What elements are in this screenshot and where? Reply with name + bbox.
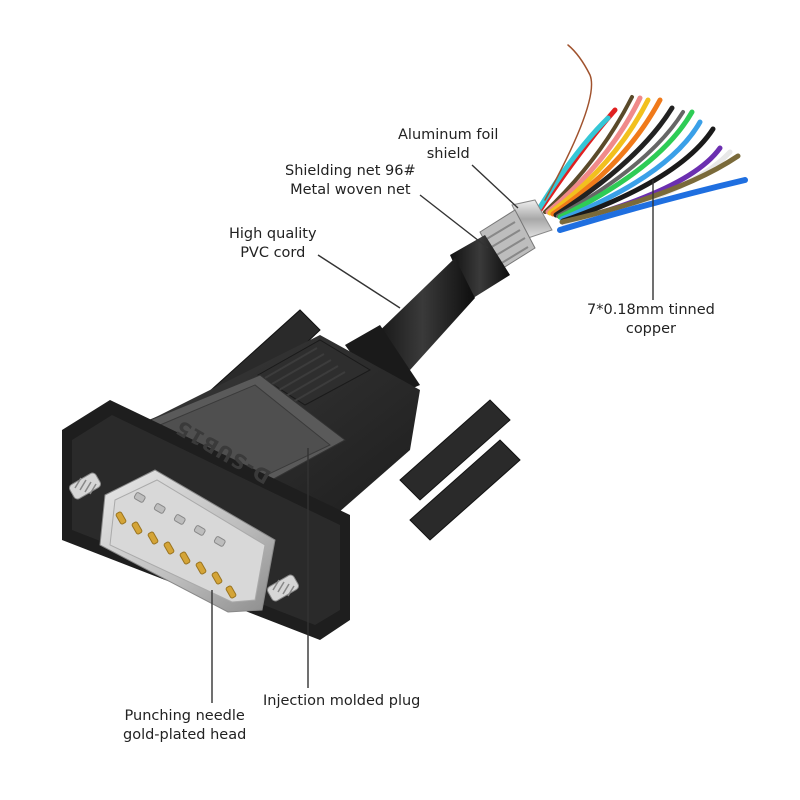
label-shielding-net-line1: Shielding net 96# (285, 163, 416, 179)
label-tinned-copper: 7*0.18mm tinned copper (587, 301, 715, 339)
label-punching-needle: Punching needle gold-plated head (123, 707, 246, 745)
label-pvc-cord: High quality PVC cord (229, 225, 317, 263)
upper-pin-sockets (133, 492, 226, 547)
label-punching-needle-line2: gold-plated head (123, 727, 247, 743)
label-aluminum-foil-line2: shield (426, 146, 470, 162)
label-aluminum-foil: Aluminum foil shield (398, 126, 498, 164)
label-aluminum-foil-line1: Aluminum foil (398, 127, 499, 143)
thumbscrew-left (68, 472, 102, 500)
leader-shielding-net (419, 194, 489, 249)
label-injection-plug: Injection molded plug (263, 692, 420, 711)
label-punching-needle-line1: Punching needle (124, 708, 245, 724)
leader-lines (211, 164, 654, 703)
label-tinned-copper-line2: copper (625, 321, 676, 337)
label-injection-plug-line1: Injection molded plug (263, 693, 421, 709)
label-shielding-net: Shielding net 96# Metal woven net (285, 162, 416, 200)
label-pvc-cord-line2: PVC cord (240, 245, 306, 261)
label-pvc-cord-line1: High quality (229, 226, 317, 242)
leader-aluminum-foil (471, 164, 519, 209)
metal-shell (99, 469, 276, 613)
gold-pins (115, 511, 237, 599)
label-shielding-net-line2: Metal woven net (290, 182, 411, 198)
leader-pvc-cord (317, 254, 401, 309)
wire-bundle (534, 44, 748, 233)
thumbscrew-right (266, 574, 300, 602)
label-tinned-copper-line1: 7*0.18mm tinned (587, 302, 715, 318)
